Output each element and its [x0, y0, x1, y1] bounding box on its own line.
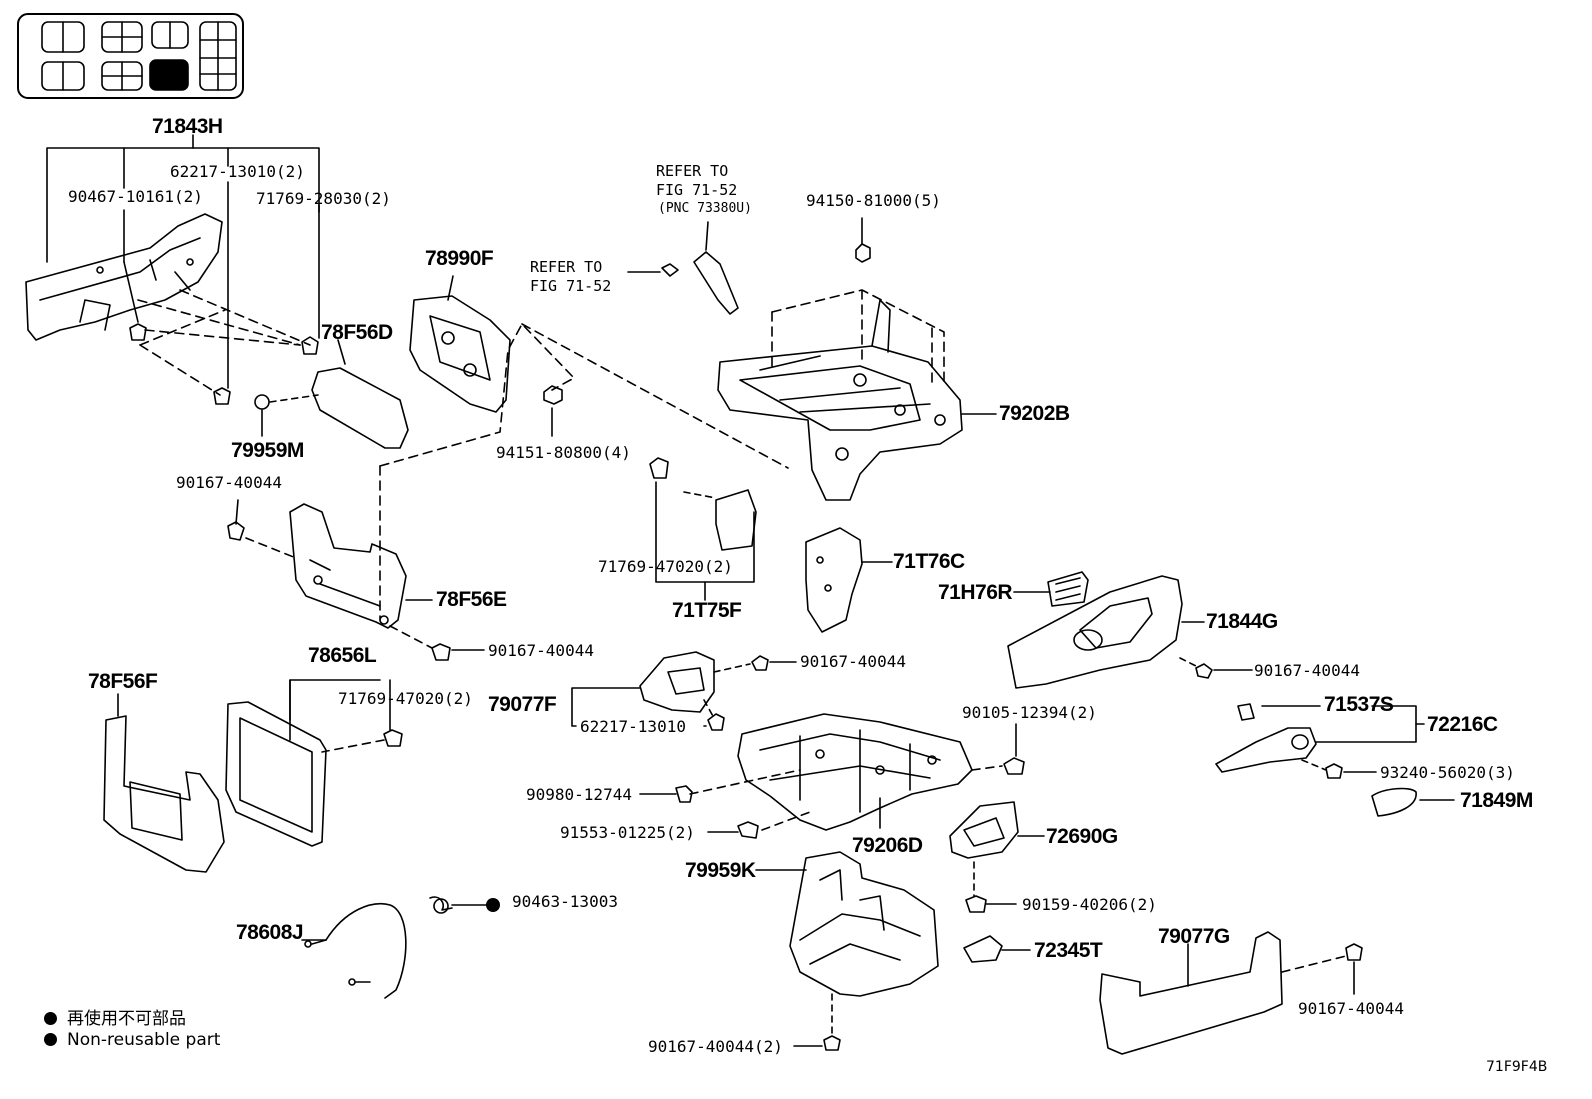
part-94151-80800-4[interactable]: 94151-80800(4) — [496, 443, 631, 462]
part-79959M[interactable]: 79959M — [231, 439, 304, 462]
part-72690G[interactable]: 72690G — [1046, 825, 1118, 848]
part-78F56D[interactable]: 78F56D — [321, 321, 393, 344]
part-71T76C[interactable]: 71T76C — [893, 550, 965, 573]
part-78990F[interactable]: 78990F — [425, 247, 494, 270]
part-79202B[interactable]: 79202B — [999, 402, 1070, 425]
part-90167-40044-d[interactable]: 90167-40044 — [800, 652, 906, 671]
part-71H76R[interactable]: 71H76R — [938, 581, 1013, 604]
seat-locator-icon — [17, 13, 244, 99]
part-90167-40044-b[interactable]: 90167-40044 — [488, 641, 594, 660]
part-90167-40044-e[interactable]: 90167-40044 — [1298, 999, 1404, 1018]
part-93240-56020-3[interactable]: 93240-56020(3) — [1380, 763, 1515, 782]
part-78656L[interactable]: 78656L — [308, 644, 377, 667]
part-71769-47020-2a[interactable]: 71769-47020(2) — [598, 557, 733, 576]
refer-note-1-line1: REFER TO — [656, 162, 729, 180]
part-94150-81000-5[interactable]: 94150-81000(5) — [806, 191, 941, 210]
part-71769-47020-2b[interactable]: 71769-47020(2) — [338, 689, 473, 708]
legend-en-text: Non-reusable part — [67, 1030, 221, 1050]
refer-note-2-line2: FIG 71-52 — [530, 277, 612, 295]
part-62217-13010[interactable]: 62217-13010 — [580, 717, 686, 736]
part-79206D[interactable]: 79206D — [852, 834, 923, 857]
part-90167-40044-a[interactable]: 90167-40044 — [176, 473, 282, 492]
part-71843H[interactable]: 71843H — [152, 115, 223, 138]
part-90980-12744[interactable]: 90980-12744 — [526, 785, 632, 804]
part-78608J[interactable]: 78608J — [236, 921, 304, 944]
part-78F56E[interactable]: 78F56E — [436, 588, 507, 611]
legend-jp: 再使用不可部品 — [44, 1004, 186, 1029]
part-90159-40206-2[interactable]: 90159-40206(2) — [1022, 895, 1157, 914]
part-90167-40044-2[interactable]: 90167-40044(2) — [648, 1037, 783, 1056]
part-79077G[interactable]: 79077G — [1158, 925, 1230, 948]
part-90467-10161-2[interactable]: 90467-10161(2) — [68, 187, 203, 206]
refer-note-1-line3: (PNC 73380U) — [658, 201, 752, 216]
part-71769-28030-2[interactable]: 71769-28030(2) — [256, 189, 391, 208]
part-90105-12394-2[interactable]: 90105-12394(2) — [962, 703, 1097, 722]
part-71537S[interactable]: 71537S — [1324, 693, 1394, 716]
part-62217-13010-2[interactable]: 62217-13010(2) — [170, 162, 305, 181]
part-71844G[interactable]: 71844G — [1206, 610, 1278, 633]
part-71T75F[interactable]: 71T75F — [672, 599, 742, 622]
part-72345T[interactable]: 72345T — [1034, 939, 1103, 962]
non-reusable-dot-icon — [44, 1012, 57, 1025]
part-90167-40044-c[interactable]: 90167-40044 — [1254, 661, 1360, 680]
part-78F56F[interactable]: 78F56F — [88, 670, 158, 693]
non-reusable-dot-icon — [44, 1033, 57, 1046]
legend-jp-text: 再使用不可部品 — [67, 1009, 186, 1029]
part-71849M[interactable]: 71849M — [1460, 789, 1533, 812]
part-79077F[interactable]: 79077F — [488, 693, 557, 716]
part-72216C[interactable]: 72216C — [1427, 713, 1498, 736]
part-79959K[interactable]: 79959K — [685, 859, 756, 882]
part-91553-01225-2[interactable]: 91553-01225(2) — [560, 823, 695, 842]
refer-note-2-line1: REFER TO — [530, 258, 603, 276]
refer-note-1-line2: FIG 71-52 — [656, 181, 738, 199]
legend-en: Non-reusable part — [44, 1030, 220, 1050]
part-90463-13003[interactable]: 90463-13003 — [512, 892, 618, 911]
diagram-code: 71F9F4B — [1486, 1059, 1548, 1075]
